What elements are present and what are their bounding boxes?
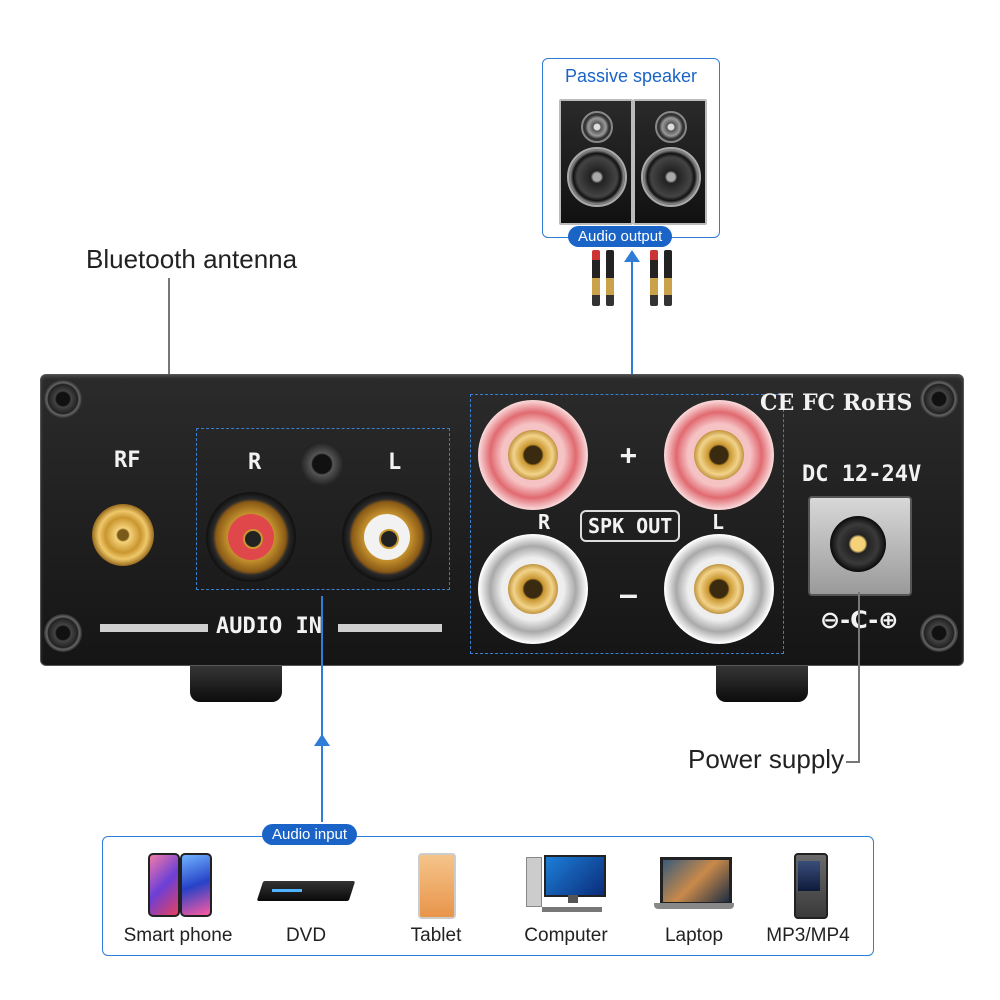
- speaker-box-title: Passive speaker: [564, 66, 698, 86]
- speaker-terminal-negative-right[interactable]: [478, 534, 588, 644]
- power-callout-line: [858, 592, 860, 762]
- device-label: DVD: [285, 925, 327, 946]
- device-label: Tablet: [410, 925, 462, 946]
- dc-voltage-label: DC 12-24V: [802, 462, 922, 487]
- speaker-plug-icon: [650, 250, 658, 306]
- rf-label: RF: [114, 448, 141, 473]
- audio-output-pill: Audio output: [568, 226, 673, 247]
- input-arrow-line: [321, 596, 323, 822]
- audio-in-l-label: L: [388, 450, 402, 475]
- audio-in-r-label: R: [248, 450, 262, 475]
- speaker-right-icon: [633, 99, 707, 225]
- device-dvd: DVD: [241, 847, 371, 951]
- screw-icon: [44, 380, 82, 418]
- rca-input-right[interactable]: [206, 492, 296, 582]
- speaker-terminal-positive-left[interactable]: [664, 400, 774, 510]
- device-smartphone: Smart phone: [113, 847, 243, 951]
- power-supply-label: Power supply: [688, 744, 845, 774]
- screw-icon: [44, 614, 82, 652]
- device-computer: Computer: [501, 847, 631, 951]
- mp3-player-icon: [768, 851, 848, 919]
- audio-input-pill: Audio input: [262, 824, 358, 845]
- amp-foot-right: [716, 662, 808, 702]
- device-label: Laptop: [664, 925, 724, 946]
- rf-antenna-connector[interactable]: [92, 504, 154, 566]
- speaker-plug-icon: [592, 250, 600, 306]
- speaker-plug-icon: [664, 250, 672, 306]
- laptop-icon: [654, 851, 734, 917]
- device-label: MP3/MP4: [766, 925, 850, 946]
- power-callout-line: [846, 761, 860, 763]
- device-label: Smart phone: [123, 925, 233, 946]
- speaker-plug-icon: [606, 250, 614, 306]
- bluetooth-antenna-label: Bluetooth antenna: [86, 244, 298, 274]
- dvd-player-icon: [256, 851, 356, 917]
- audio-in-group: [196, 428, 450, 590]
- amp-foot-left: [190, 662, 282, 702]
- speaker-box: Passive speaker: [542, 58, 720, 238]
- tablet-icon: [396, 851, 476, 919]
- spk-r-label: R: [538, 510, 551, 534]
- spk-out-label: SPK OUT: [580, 510, 681, 542]
- minus-label: –: [620, 578, 637, 611]
- plus-label: +: [620, 438, 637, 471]
- audio-sources-box: Smart phone DVD Tablet Computer Laptop: [102, 836, 874, 956]
- device-tablet: Tablet: [371, 847, 501, 951]
- screw-icon: [920, 614, 958, 652]
- speaker-terminal-negative-left[interactable]: [664, 534, 774, 644]
- arrow-up-icon: [624, 250, 640, 262]
- arrow-up-icon: [314, 734, 330, 746]
- certification-marks: CE FC RoHS: [760, 390, 913, 416]
- speaker-terminal-positive-right[interactable]: [478, 400, 588, 510]
- audio-in-bar-right: [338, 624, 442, 632]
- device-laptop: Laptop: [629, 847, 759, 951]
- smartphone-icon: [138, 851, 218, 917]
- dc-power-jack[interactable]: [808, 496, 912, 596]
- rca-input-left[interactable]: [342, 492, 432, 582]
- output-arrow-line: [631, 256, 633, 392]
- audio-in-label: AUDIO IN: [216, 614, 322, 639]
- computer-icon: [526, 851, 606, 917]
- device-label: Computer: [524, 925, 608, 946]
- ground-screw-icon: [300, 442, 344, 486]
- screw-icon: [920, 380, 958, 418]
- speaker-left-icon: [559, 99, 633, 225]
- spk-l-label: L: [712, 510, 725, 534]
- spk-out-group: [470, 394, 784, 654]
- device-mp3: MP3/MP4: [743, 847, 873, 951]
- audio-in-bar-left: [100, 624, 208, 632]
